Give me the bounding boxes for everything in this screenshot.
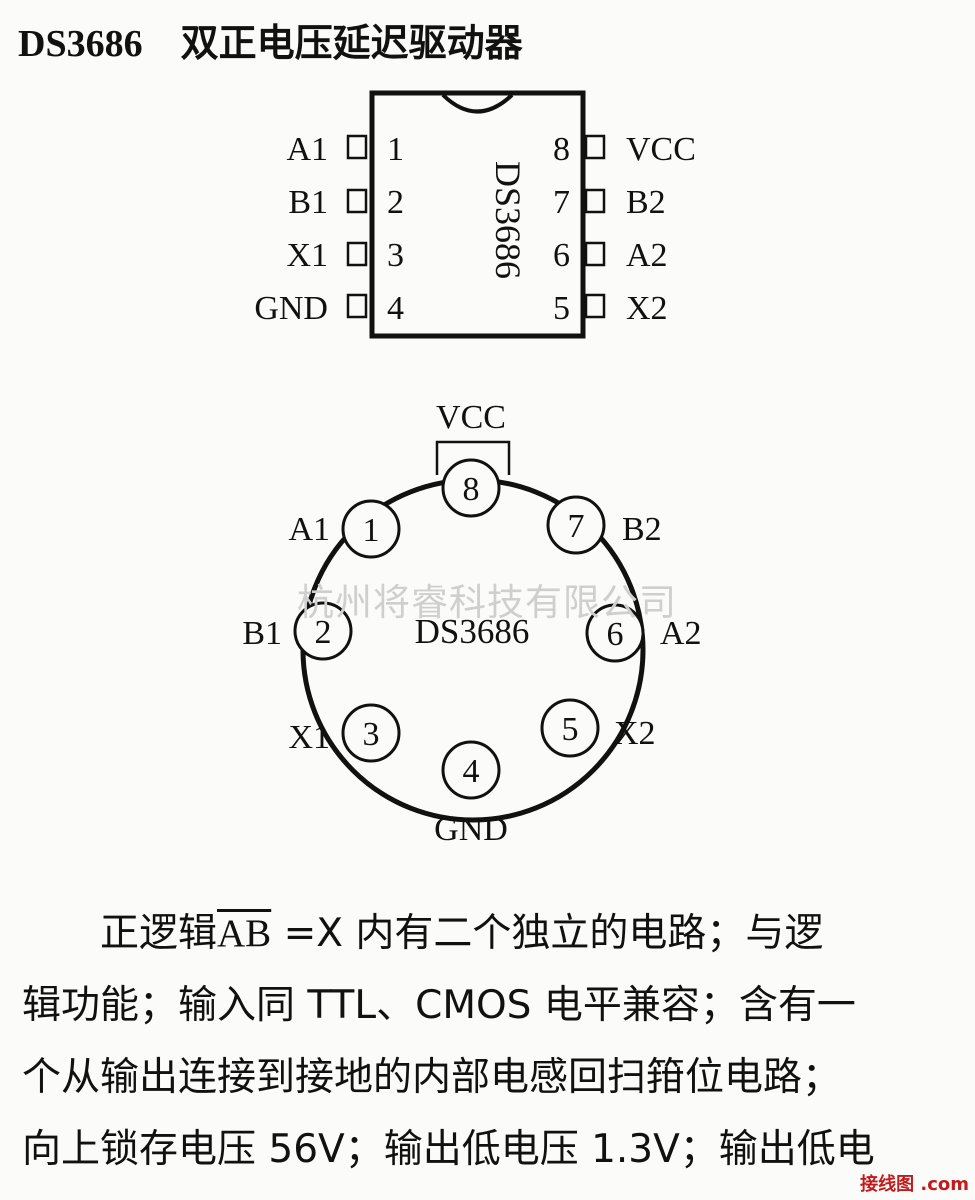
logic-overbar-term: AB: [217, 912, 272, 955]
dip-package: A1 B1 X1 GND 1 2 3 4 8 7 6 5 VCC B2 A2 X…: [254, 90, 696, 339]
can-label-gnd: GND: [434, 811, 508, 848]
dip-body: [369, 90, 586, 339]
dip-label-5: X2: [626, 290, 668, 327]
dip-notch: [441, 93, 514, 114]
can-label-vcc: VCC: [436, 399, 506, 436]
dip-pin-6: 6: [553, 237, 570, 274]
can-pin-circles: [293, 458, 645, 800]
can-pin-1: 1: [363, 512, 380, 549]
part-number: DS3686: [18, 23, 143, 65]
part-description: 双正电压延迟驱动器: [180, 21, 523, 65]
description-line-4: 向上锁存电压 56V；输出低电压 1.3V；输出低电: [22, 1127, 875, 1172]
can-pin-4: 4: [463, 753, 480, 790]
can-pin-3: 3: [363, 716, 380, 753]
site-logo: 接线图 .com: [860, 1174, 969, 1195]
dip-pin-8: 8: [553, 131, 570, 168]
dip-label-2: B1: [288, 184, 328, 221]
can-label-x2: X2: [614, 715, 656, 752]
dip-label-7: B2: [626, 184, 666, 221]
can-label-a1: A1: [288, 511, 330, 548]
dip-pin-2: 2: [387, 184, 404, 221]
description-line-2: 辑功能；输入同 TTL、CMOS 电平兼容；含有一: [22, 983, 856, 1028]
description-suffix: =X 内有二个独立的电路；与逻: [271, 911, 824, 956]
dip-pin-5: 5: [553, 290, 570, 327]
dip-chip-label: DS3686: [488, 161, 528, 279]
pinout-diagrams: A1 B1 X1 GND 1 2 3 4 8 7 6 5 VCC B2 A2 X…: [242, 90, 702, 848]
dip-label-1: A1: [286, 131, 328, 168]
dip-label-3: X1: [286, 237, 328, 274]
dip-label-6: A2: [626, 237, 668, 274]
watermark: 杭州将睿科技有限公司: [297, 581, 677, 624]
dip-label-4: GND: [254, 290, 328, 327]
can-tab: [435, 440, 511, 475]
can-label-x1: X1: [288, 719, 330, 756]
can-pin-7: 7: [568, 508, 585, 545]
can-label-b2: B2: [622, 511, 662, 548]
description-paragraph: 正逻辑AB =X 内有二个独立的电路；与逻 辑功能；输入同 TTL、CMOS 电…: [22, 898, 927, 1186]
can-pin-2: 2: [315, 614, 332, 651]
can-label-a2: A2: [660, 615, 702, 652]
dip-pin-4: 4: [387, 290, 404, 327]
page-title: DS3686 双正电压延迟驱动器: [18, 12, 523, 67]
dip-pin-7: 7: [553, 184, 570, 221]
dip-pin-1: 1: [387, 131, 404, 168]
can-pin-8: 8: [463, 471, 480, 508]
description-line-1: 正逻辑AB =X 内有二个独立的电路；与逻: [22, 898, 927, 970]
dip-pin-stubs: [346, 134, 606, 319]
can-pin-6: 6: [607, 616, 624, 653]
can-pin-5: 5: [562, 711, 579, 748]
can-label-b1: B1: [242, 615, 282, 652]
can-package: 8 1 7 2 6 3 5 4 VCC A1 B2 B1 A2 X1 X2 GN…: [242, 399, 701, 848]
dip-label-8: VCC: [626, 131, 696, 168]
description-prefix: 正逻辑: [100, 911, 218, 956]
dip-pin-3: 3: [387, 237, 404, 274]
description-line-3: 个从输出连接到接地的内部电感回扫箝位电路；: [22, 1055, 842, 1100]
can-chip-label: DS3686: [415, 612, 530, 651]
